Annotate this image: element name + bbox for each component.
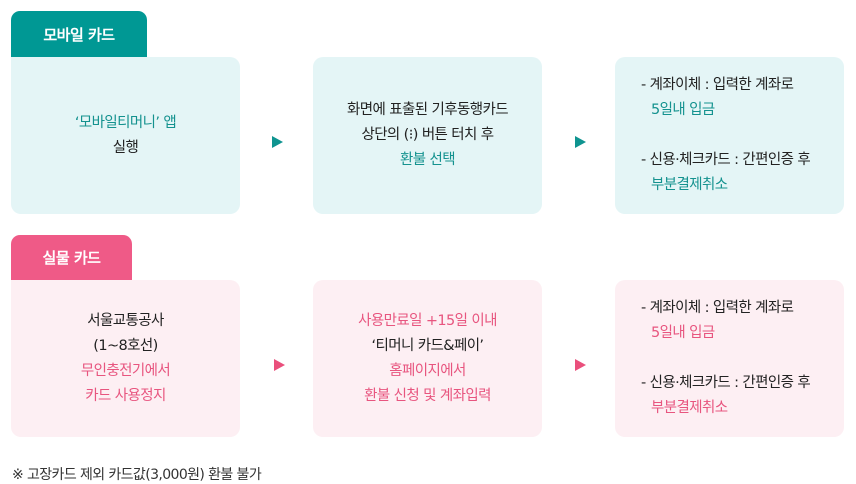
- physical-card-tab-label: 실물 카드: [42, 249, 101, 267]
- mobile-card-tab: 모바일 카드: [11, 11, 147, 57]
- physical-step-2-line-3: 홈페이지에서: [389, 362, 466, 379]
- physical-step-1-box: 서울교통공사 (1~8호선) 무인충전기에서 카드 사용정지: [11, 280, 240, 437]
- physical-step-3-box: - 계좌이체 : 입력한 계좌로 5일내 입금 - 신용·체크카드 : 간편인증…: [615, 280, 844, 437]
- physical-step-1-line-3: 무인충전기에서: [80, 362, 171, 379]
- mobile-step-3-box: - 계좌이체 : 입력한 계좌로 5일내 입금 - 신용·체크카드 : 간편인증…: [615, 57, 844, 214]
- mobile-step-2-line-2: 상단의 (⁝) 버튼 터치 후: [361, 127, 494, 143]
- mobile-step-1-app-name: ‘모바일티머니’ 앱: [74, 114, 177, 131]
- step-arrow-icon: [575, 136, 586, 148]
- step-arrow-icon: [272, 136, 283, 148]
- physical-step-1-line-2: (1~8호선): [93, 337, 158, 354]
- mobile-step-2-box: 화면에 표출된 기후동행카드 상단의 (⁝) 버튼 터치 후 환불 선택: [313, 57, 542, 214]
- refund-method-label: - 신용·체크카드 : 간편인증 후: [641, 152, 811, 168]
- refund-method-credit-card: - 신용·체크카드 : 간편인증 후 부분결제취소: [641, 371, 811, 421]
- mobile-step-1-action: 실행: [112, 139, 139, 156]
- refund-method-detail: 부분결제취소: [651, 400, 728, 416]
- refund-method-label: - 신용·체크카드 : 간편인증 후: [641, 375, 811, 391]
- physical-step-2-line-4: 환불 신청 및 계좌입력: [364, 387, 491, 404]
- physical-step-1-line-4: 카드 사용정지: [85, 387, 166, 404]
- footnote: ※ 고장카드 제외 카드값(3,000원) 환불 불가: [12, 467, 262, 483]
- step-arrow-icon: [274, 359, 285, 371]
- step-arrow-icon: [575, 359, 586, 371]
- mobile-step-2-highlight: 환불 선택: [400, 152, 456, 168]
- refund-method-detail: 5일내 입금: [651, 325, 715, 341]
- physical-step-2-line-2: ‘티머니 카드&페이’: [371, 337, 485, 354]
- refund-method-credit-card: - 신용·체크카드 : 간편인증 후 부분결제취소: [641, 148, 811, 198]
- mobile-card-tab-label: 모바일 카드: [43, 25, 115, 44]
- physical-step-2-box: 사용만료일 +15일 이내 ‘티머니 카드&페이’ 홈페이지에서 환불 신청 및…: [313, 280, 542, 437]
- mobile-step-1-box: ‘모바일티머니’ 앱 실행: [11, 57, 240, 214]
- refund-method-detail: 5일내 입금: [651, 102, 715, 118]
- physical-step-2-line-1: 사용만료일 +15일 이내: [358, 312, 497, 329]
- physical-card-tab: 실물 카드: [11, 235, 132, 280]
- refund-method-detail: 부분결제취소: [651, 177, 728, 193]
- refund-method-label: - 계좌이체 : 입력한 계좌로: [641, 77, 794, 93]
- mobile-step-2-line-1: 화면에 표출된 기후동행카드: [347, 102, 509, 118]
- refund-method-label: - 계좌이체 : 입력한 계좌로: [641, 300, 794, 316]
- refund-method-bank-transfer: - 계좌이체 : 입력한 계좌로 5일내 입금: [641, 73, 794, 123]
- physical-step-1-line-1: 서울교통공사: [87, 312, 164, 329]
- refund-method-bank-transfer: - 계좌이체 : 입력한 계좌로 5일내 입금: [641, 296, 794, 346]
